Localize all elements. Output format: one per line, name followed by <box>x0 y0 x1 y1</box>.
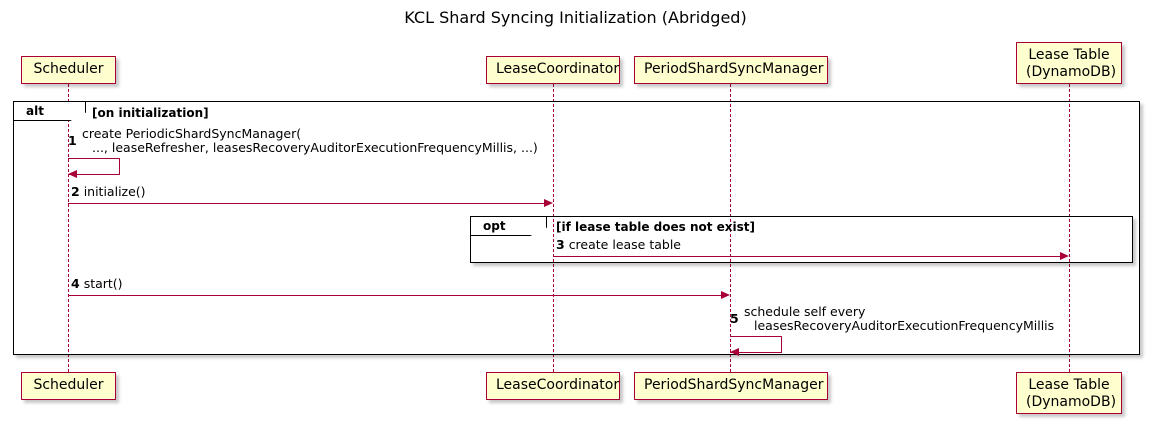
lifeline-coordinator <box>553 84 554 372</box>
fragment-alt-condition: [on initialization] <box>92 106 209 120</box>
fragment-alt: alt <box>13 101 1140 355</box>
participant-label: PeriodShardSyncManager <box>644 61 824 77</box>
message-2-text: 2 initialize() <box>71 185 146 199</box>
message-1-line1: create PeriodicShardSyncManager( <box>82 126 302 141</box>
participant-label: LeaseCoordinator <box>496 61 620 77</box>
message-1-number: 1 <box>68 133 77 148</box>
message-5-line2: leasesRecoveryAuditorExecutionFrequencyM… <box>754 318 1055 333</box>
message-5-number: 5 <box>730 311 739 326</box>
message-1-line2: ..., leaseRefresher, leasesRecoveryAudit… <box>92 140 538 155</box>
participant-scheduler-bottom[interactable]: Scheduler <box>21 372 116 400</box>
message-5-line1: schedule self every <box>744 304 866 319</box>
message-4-number: 4 <box>71 276 80 291</box>
lifeline-syncmanager <box>730 84 731 372</box>
message-3-label: create lease table <box>568 237 681 252</box>
participant-label-line2: (DynamoDB) <box>1026 64 1117 80</box>
message-3-text: 3 create lease table <box>556 238 681 252</box>
message-1-arrowhead <box>68 170 77 178</box>
message-2-label: initialize() <box>83 184 146 199</box>
message-3-line <box>553 256 1061 257</box>
fragment-alt-label: alt <box>14 102 86 121</box>
participant-label: PeriodShardSyncManager <box>644 377 824 393</box>
participant-leasetable-top[interactable]: Lease Table (DynamoDB) <box>1016 42 1122 84</box>
participant-label: Scheduler <box>33 61 104 77</box>
participant-label: Scheduler <box>33 377 104 393</box>
message-4-line <box>68 295 722 296</box>
participant-leasetable-bottom[interactable]: Lease Table (DynamoDB) <box>1016 372 1122 414</box>
message-2-line <box>68 203 545 204</box>
participant-label-line1: Lease Table <box>1028 377 1110 393</box>
participant-syncmanager-bottom[interactable]: PeriodShardSyncManager <box>634 372 828 400</box>
message-4-label: start() <box>83 276 123 291</box>
message-4-arrowhead <box>721 291 730 299</box>
message-5-self-loop <box>730 336 782 353</box>
participant-syncmanager-top[interactable]: PeriodShardSyncManager <box>634 56 828 84</box>
message-3-number: 3 <box>556 237 565 252</box>
participant-label-line1: Lease Table <box>1028 47 1110 63</box>
fragment-opt-condition: [if lease table does not exist] <box>556 220 756 234</box>
fragment-opt-label: opt <box>471 217 547 236</box>
lifeline-scheduler <box>68 84 69 372</box>
message-1-text: 1 create PeriodicShardSyncManager( ..., … <box>68 127 538 155</box>
diagram-title: KCL Shard Syncing Initialization (Abridg… <box>404 8 747 27</box>
fragment-opt: opt <box>470 216 1133 263</box>
participant-coordinator-bottom[interactable]: LeaseCoordinator <box>486 372 620 400</box>
participant-label: LeaseCoordinator <box>496 377 620 393</box>
message-1-self-loop <box>68 158 120 175</box>
lifeline-leasetable <box>1069 84 1070 372</box>
message-2-arrowhead <box>544 199 553 207</box>
message-5-text: 5 schedule self every leasesRecoveryAudi… <box>730 305 1054 333</box>
message-3-arrowhead <box>1060 252 1069 260</box>
participant-coordinator-top[interactable]: LeaseCoordinator <box>486 56 620 84</box>
message-5-arrowhead <box>730 348 739 356</box>
participant-scheduler-top[interactable]: Scheduler <box>21 56 116 84</box>
message-2-number: 2 <box>71 184 80 199</box>
participant-label-line2: (DynamoDB) <box>1026 394 1117 410</box>
message-4-text: 4 start() <box>71 277 123 291</box>
